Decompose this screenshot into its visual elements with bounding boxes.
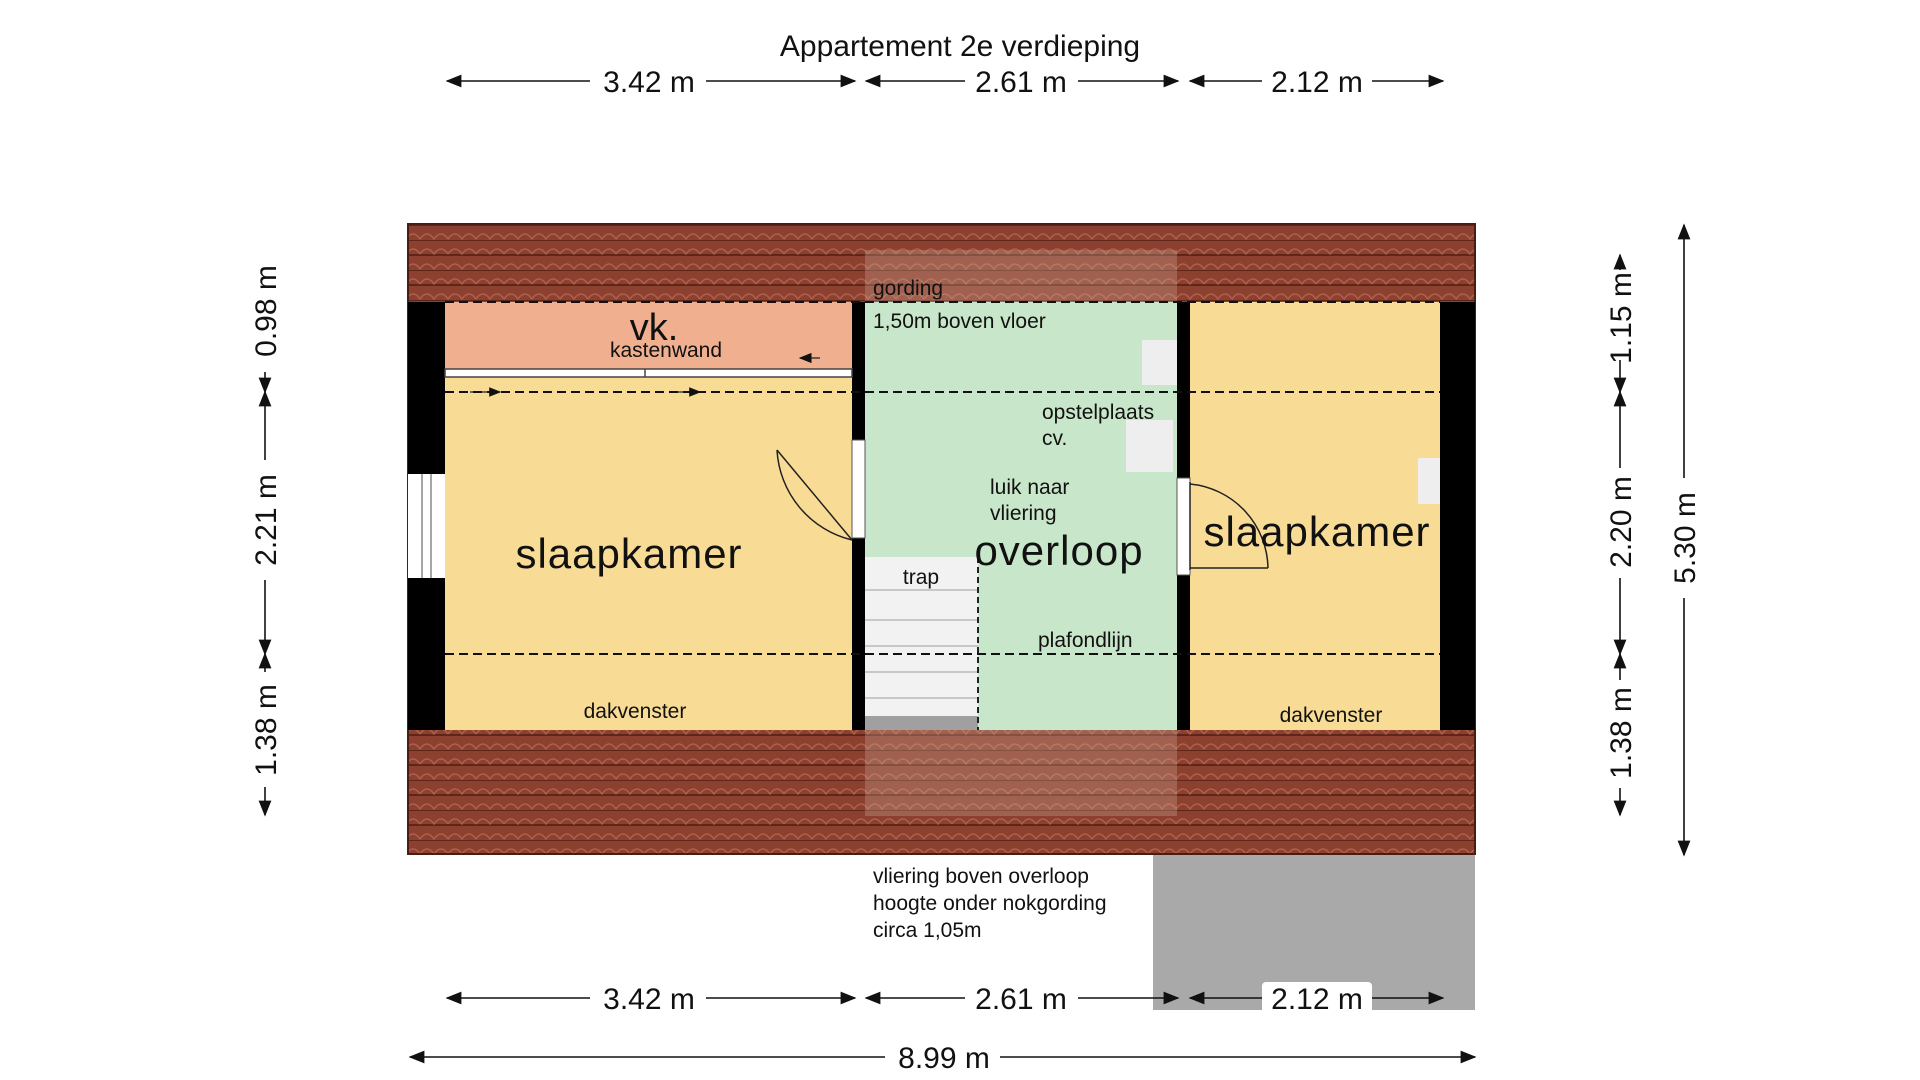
cv-box-lower [1126, 420, 1173, 472]
dim-bottom-3: 2.12 m [1271, 983, 1363, 1016]
room-label-landing: overloop [974, 527, 1143, 574]
label-plafondlijn: plafondlijn [1038, 629, 1133, 652]
dim-top-2: 2.61 m [975, 66, 1067, 99]
label-dakvenster-left: dakvenster [584, 700, 687, 723]
note-line-1: vliering boven overloop [873, 865, 1089, 888]
dim-top-3: 2.12 m [1271, 66, 1363, 99]
room-label-storage: vk. [630, 307, 679, 349]
dim-right-2: 2.20 m [1605, 476, 1638, 568]
label-opstelplaats-1: opstelplaats [1042, 401, 1154, 424]
dim-bottom-3-bg [1262, 982, 1372, 1016]
dim-bottom-1: 3.42 m [603, 983, 695, 1016]
door-right-bedroom [1176, 477, 1269, 576]
dim-total-depth: 5.30 m [1669, 492, 1702, 584]
left-window [408, 474, 445, 578]
dim-left-1: 0.98 m [250, 265, 283, 357]
stairs [865, 557, 979, 730]
storage-area [445, 302, 852, 372]
right-bedroom-fixture [1418, 458, 1440, 504]
label-gording-2: 1,50m boven vloer [873, 310, 1046, 333]
dim-right-3: 1.38 m [1605, 687, 1638, 779]
dim-top-1: 3.42 m [603, 66, 695, 99]
dim-bottom-2: 2.61 m [975, 983, 1067, 1016]
dim-total-width: 8.99 m [898, 1042, 990, 1075]
dim-left-2: 2.21 m [250, 474, 283, 566]
ceiling-lines [445, 301, 1440, 655]
bedroom-left-area [445, 372, 852, 730]
room-label-bedroom-left: slaapkamer [515, 530, 742, 577]
dim-right-1: 1.15 m [1605, 272, 1638, 364]
door-left-bedroom [776, 439, 866, 541]
label-luik-2: vliering [990, 502, 1057, 525]
dim-left-3: 1.38 m [250, 684, 283, 776]
label-gording-1: gording [873, 277, 943, 300]
note-line-2: hoogte onder nokgording [873, 892, 1107, 915]
bedroom-right-area [1190, 302, 1440, 730]
cv-box-upper [1142, 340, 1177, 385]
landing-roof-overlap-bottom [865, 730, 1177, 816]
landing-roof-overlap-top [865, 250, 1177, 302]
label-opstelplaats-2: cv. [1042, 427, 1067, 450]
room-label-bedroom-right: slaapkamer [1203, 508, 1430, 555]
label-luik-1: luik naar [990, 476, 1069, 499]
label-kastenwand: kastenwand [610, 339, 722, 362]
label-trap: trap [903, 566, 939, 589]
note-line-3: circa 1,05m [873, 919, 982, 942]
label-dakvenster-right: dakvenster [1280, 704, 1383, 727]
plan-title: Appartement 2e verdieping [780, 30, 1140, 63]
